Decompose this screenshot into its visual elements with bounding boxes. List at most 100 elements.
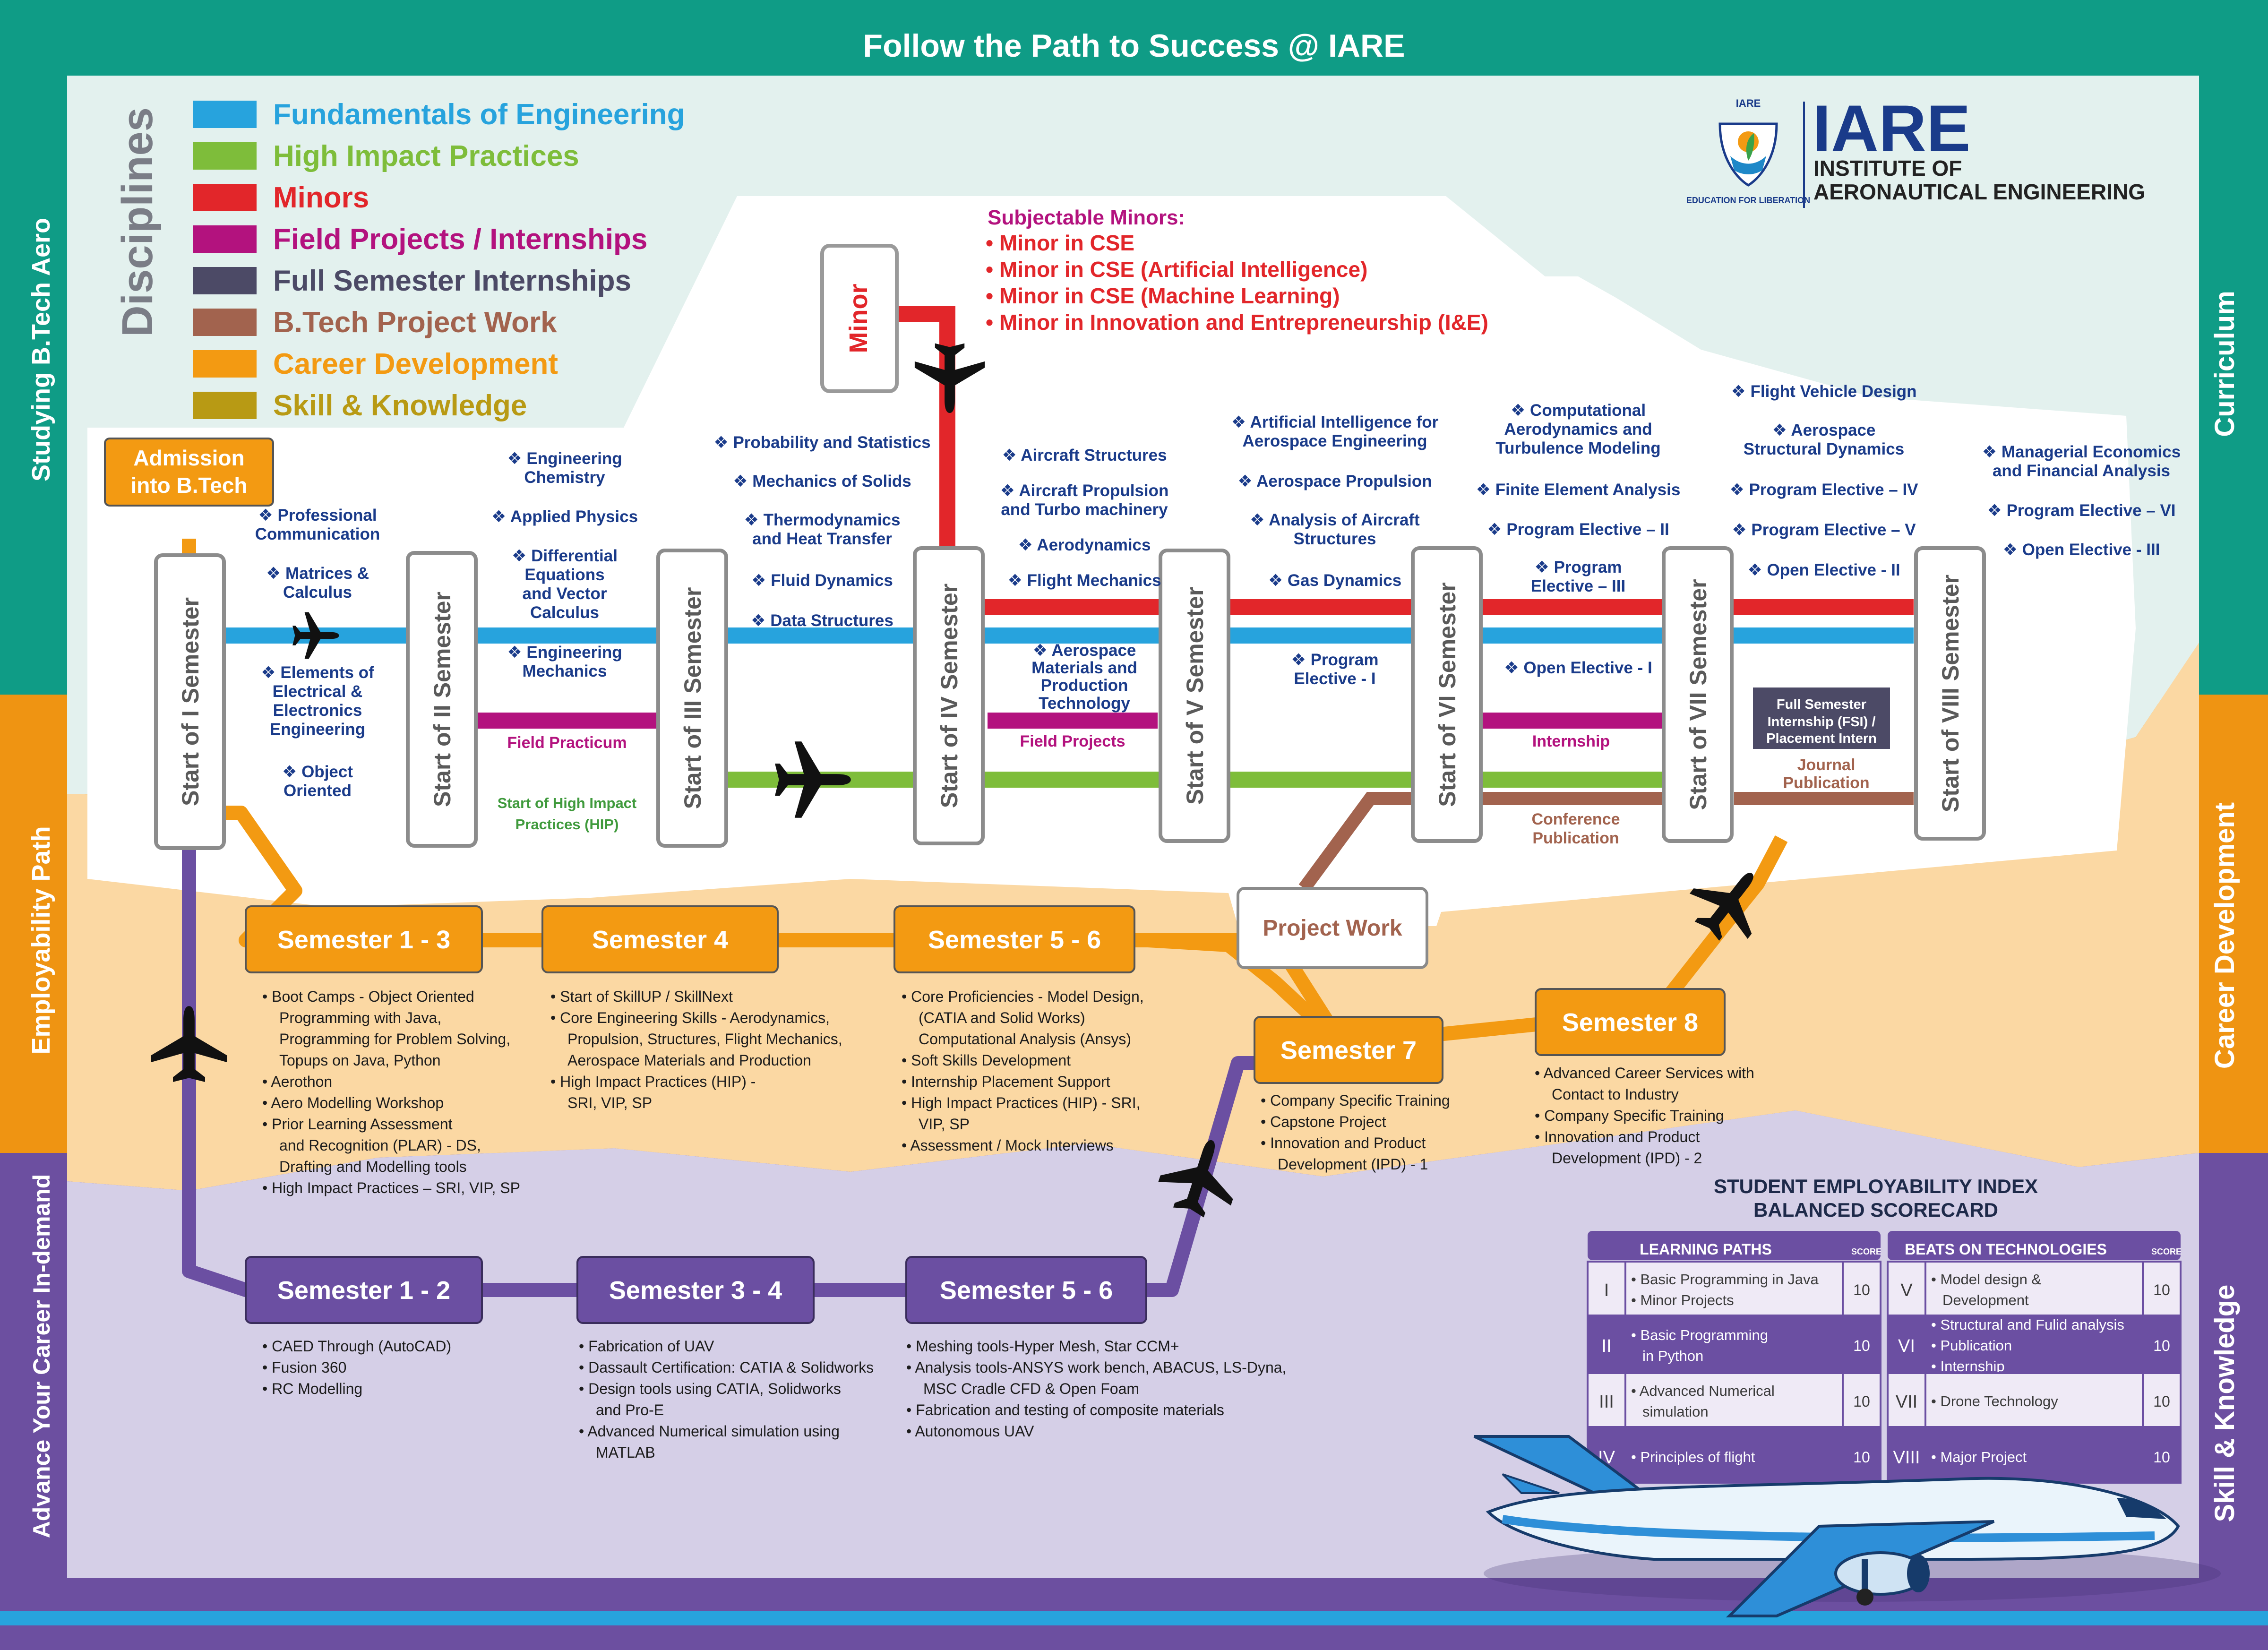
career-bullet: • Soft Skills Development [902, 1052, 1071, 1069]
project-work-label: Project Work [1263, 916, 1402, 941]
legend-swatch [193, 225, 257, 253]
subject-line: ❖ Aircraft Propulsion [1000, 481, 1169, 500]
subject-line: ❖ Gas Dynamics [1268, 571, 1401, 590]
career-node [893, 905, 1135, 973]
career-bullet: • Assessment / Mock Interviews [902, 1137, 1114, 1154]
subject-line: ❖ Fluid Dynamics [751, 571, 893, 590]
legend-label: Fundamentals of Engineering [273, 98, 685, 131]
skill-node [905, 1256, 1147, 1324]
logo-hand-icon [1730, 156, 1766, 174]
subject-line: Production [1041, 676, 1128, 695]
skill-bullet: • Autonomous UAV [906, 1423, 1034, 1440]
scorecard-row-score: 10 [2153, 1337, 2170, 1354]
semester-pillar [406, 551, 478, 848]
subject-line: ❖ Engineering [507, 449, 622, 468]
subject-line: Electrical & [273, 682, 363, 701]
minor-item: • Minor in CSE [986, 231, 1134, 255]
subject-line: ❖ Managerial Economics [1982, 443, 2181, 461]
career-node-label: Semester 7 [1280, 1036, 1417, 1065]
scorecard-row [1887, 1428, 2182, 1484]
subject-line: ❖ Program [1291, 651, 1378, 669]
semester-label: Start of III Semester [679, 587, 706, 809]
skill-bullet: • CAED Through (AutoCAD) [262, 1338, 451, 1355]
semester-label: Start of V Semester [1182, 587, 1208, 805]
scorecard-row-text: simulation [1642, 1403, 1709, 1420]
minor-item: • Minor in Innovation and Entrepreneursh… [986, 310, 1488, 335]
legend-swatch [193, 184, 257, 211]
subject-line: ❖ Program Elective – V [1732, 521, 1916, 539]
logo-name: IARE [1813, 91, 1970, 165]
career-bullet: Development (IPD) - 2 [1552, 1150, 1702, 1167]
career-node [541, 905, 779, 973]
skill-bullet: • Dassault Certification: CATIA & Solidw… [579, 1359, 874, 1376]
legend-swatch [193, 309, 257, 336]
subject-line: ❖ Open Elective - I [1504, 659, 1652, 677]
semester-pillar [1662, 546, 1734, 843]
career-bullet: Computational Analysis (Ansys) [919, 1031, 1131, 1048]
legend-swatch [193, 350, 257, 378]
scorecard-row-score: 10 [2153, 1449, 2170, 1466]
skill-node-label: Semester 3 - 4 [609, 1276, 782, 1305]
airliner-gear-icon [1862, 1559, 1868, 1592]
airliner-stripe-icon [1502, 1515, 2155, 1542]
subject-line: Technology [1039, 694, 1130, 713]
scorecard-row-text: • Drone Technology [1931, 1393, 2058, 1409]
semester-pillar [656, 549, 728, 848]
scorecard-row-text: • Internship [1931, 1358, 2005, 1375]
minor-box-label: Minor [844, 284, 873, 353]
subject-line: ❖ Matrices & [266, 564, 369, 583]
label-journal-2: Publication [1783, 774, 1869, 792]
career-bullet: • Start of SkillUP / SkillNext [550, 988, 733, 1005]
career-bullet: Topups on Java, Python [279, 1052, 441, 1069]
skill-bullet: • Advanced Numerical simulation using [579, 1423, 840, 1440]
airliner-stabilizer-icon [1502, 1473, 1560, 1494]
label-hip-2: Practices (HIP) [515, 816, 619, 833]
career-bullet: Propulsion, Structures, Flight Mechanics… [567, 1031, 842, 1048]
career-bullet: • Core Proficiencies - Model Design, [902, 988, 1144, 1005]
subject-line: ❖ Program Elective – IV [1729, 481, 1918, 499]
label-conference-1: Conference [1531, 810, 1620, 828]
subject-line: Aerospace Engineering [1243, 432, 1427, 450]
subject-line: ❖ Program Elective – VI [1987, 501, 2175, 520]
scorecard-row-text: • Structural and Fulid analysis [1931, 1316, 2124, 1333]
scorecard-row-text: • Principles of flight [1631, 1449, 1755, 1465]
scorecard-row-text: • Advanced Numerical [1631, 1383, 1775, 1399]
legend-label: Field Projects / Internships [273, 223, 647, 256]
career-path-line-2 [255, 933, 1347, 1049]
scorecard-row-score: 10 [1853, 1393, 1870, 1410]
fsi-line1: Full Semester [1777, 697, 1866, 712]
career-bullet: • Internship Placement Support [902, 1073, 1110, 1090]
subject-line: ❖ Computational [1511, 401, 1646, 420]
semester-pillar [1159, 549, 1230, 843]
subject-line: Electronics [273, 701, 362, 720]
subject-line: ❖ Open Elective - III [2003, 541, 2160, 559]
subject-line: ❖ Analysis of Aircraft [1250, 511, 1420, 529]
career-bullet: • High Impact Practices (HIP) - SRI, [902, 1094, 1141, 1111]
skill-bullet: • Design tools using CATIA, Solidworks [579, 1380, 841, 1397]
career-bullet: • High Impact Practices (HIP) - [550, 1073, 756, 1090]
subject-line: and Heat Transfer [752, 530, 892, 548]
subject-line: Calculus [283, 583, 352, 602]
semester-pillar [1914, 546, 1986, 841]
subject-line: ❖ Applied Physics [491, 507, 638, 526]
scorecard-row [1587, 1316, 1881, 1372]
legend-swatch [193, 101, 257, 128]
skill-node-label: Semester 1 - 2 [277, 1276, 450, 1305]
label-field-projects: Field Projects [1020, 732, 1125, 750]
logo-line2: AERONAUTICAL ENGINEERING [1813, 180, 2145, 204]
subject-line: ❖ Elements of [261, 663, 374, 682]
scorecard-row-num: III [1599, 1392, 1614, 1412]
subject-line: Elective - I [1294, 670, 1375, 688]
subject-line: ❖ Engineering [507, 643, 622, 662]
fsi-line3: Placement Intern [1766, 731, 1877, 746]
scorecard-row [1587, 1372, 1881, 1428]
legend-swatch [193, 142, 257, 170]
subject-line: Elective – III [1531, 577, 1625, 595]
scorecard-row [1887, 1261, 2182, 1316]
side-label-career-development: Career Development [2209, 802, 2240, 1069]
subject-line: ❖ Aerospace Propulsion [1237, 472, 1432, 490]
scorecard-title-1: STUDENT EMPLOYABILITY INDEX [1714, 1175, 2038, 1197]
minor-box [820, 244, 899, 393]
